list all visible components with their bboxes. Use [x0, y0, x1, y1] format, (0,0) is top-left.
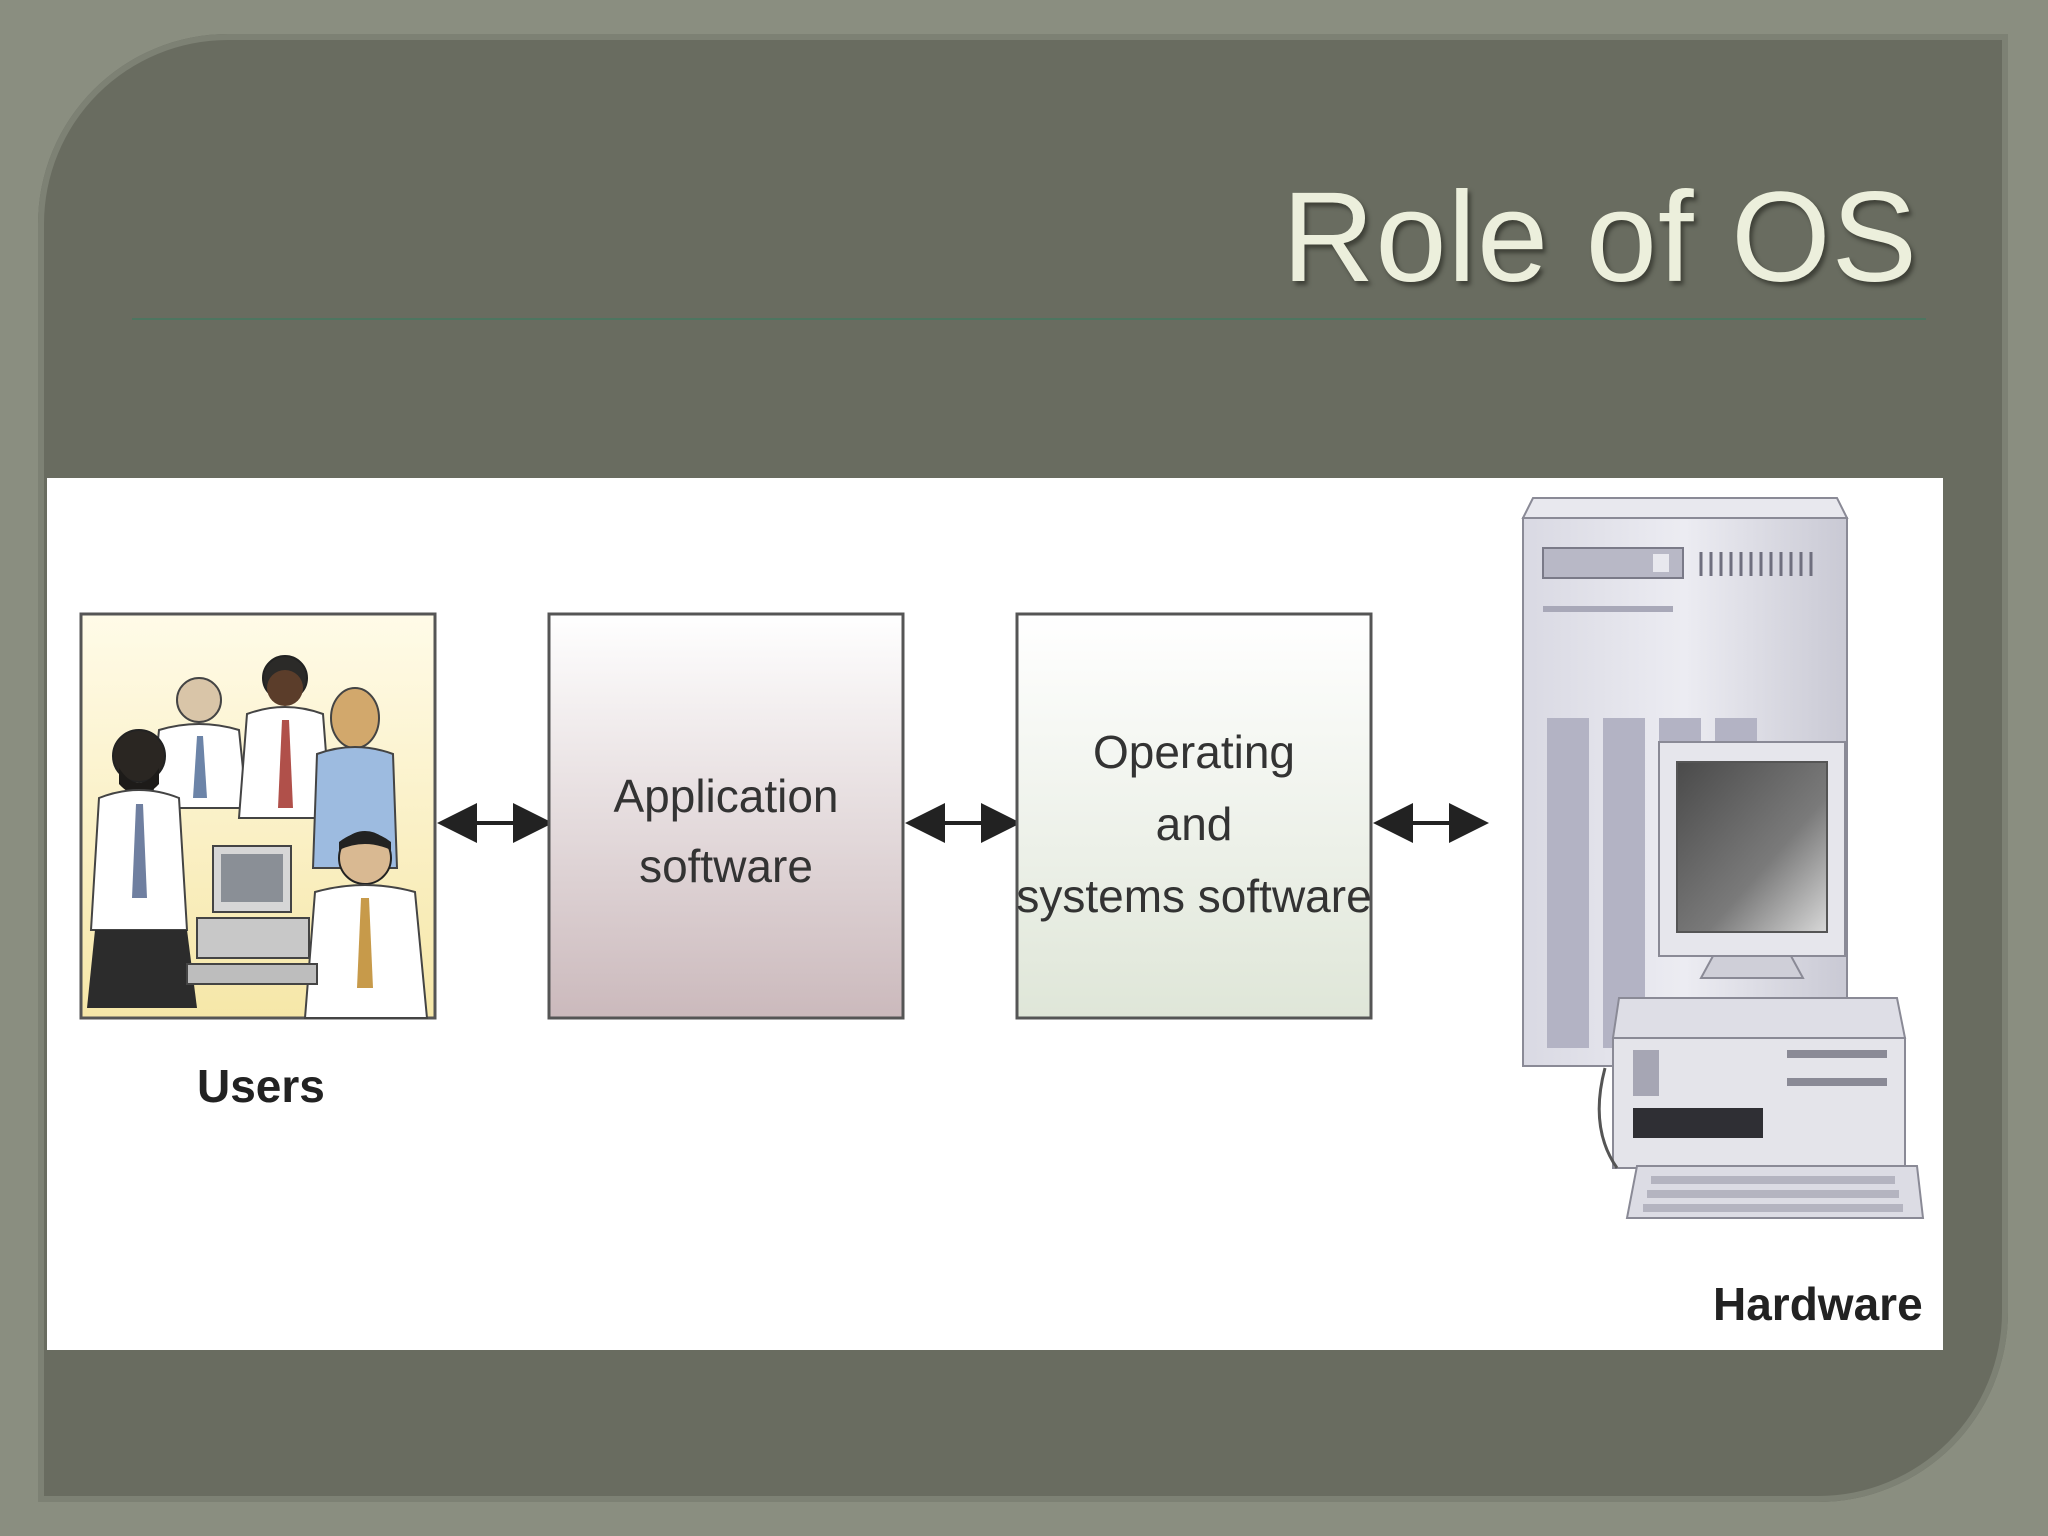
role-of-os-diagram: Users Application software Operating and…	[79, 497, 1925, 1330]
person-icon	[87, 729, 197, 1008]
application-software-box: Application software	[547, 612, 905, 1020]
slide-title: Role of OS	[1281, 166, 1918, 309]
small-computer-icon	[186, 845, 318, 985]
hardware-label: Hardware	[1713, 1278, 1923, 1330]
person-icon	[237, 655, 333, 819]
application-box-line2: software	[639, 840, 813, 892]
os-box-line2: and	[1156, 798, 1233, 850]
os-software-box: Operating and systems software	[1015, 612, 1373, 1020]
os-box-line3: systems software	[1016, 870, 1371, 922]
desktop-unit-icon	[1597, 997, 1907, 1169]
application-box-line1: Application	[613, 770, 838, 822]
diagram-panel: Users Application software Operating and…	[47, 478, 1943, 1350]
users-illustration	[79, 612, 437, 1020]
os-box-line1: Operating	[1093, 726, 1295, 778]
person-icon	[149, 677, 249, 809]
title-divider	[132, 318, 1926, 320]
hardware-illustration	[1521, 497, 1925, 1219]
monitor-icon	[1658, 741, 1846, 979]
person-icon	[303, 831, 429, 1019]
users-label: Users	[197, 1060, 325, 1112]
keyboard-icon	[1625, 1165, 1925, 1219]
